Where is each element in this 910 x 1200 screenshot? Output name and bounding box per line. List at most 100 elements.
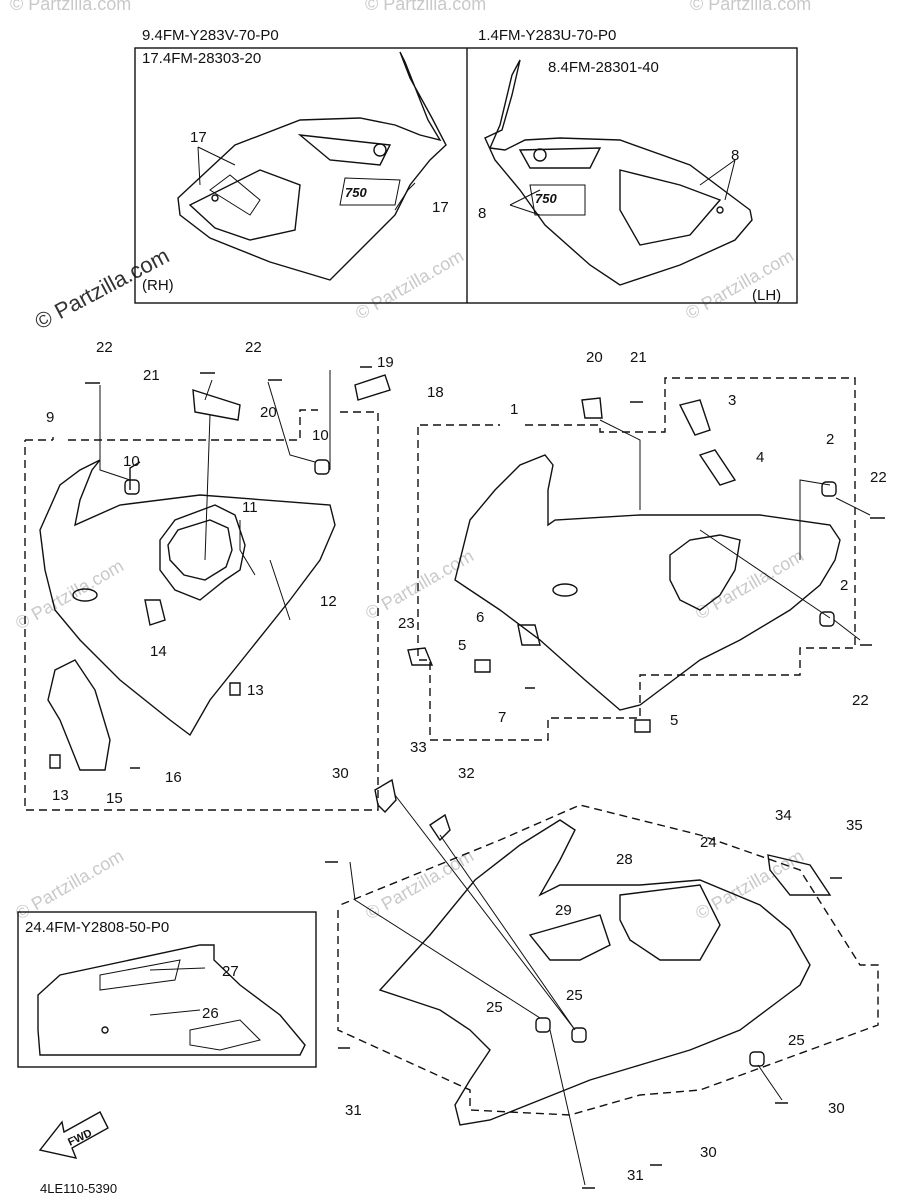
lh-callout: 8	[478, 205, 486, 222]
callout-2: 2	[826, 431, 834, 448]
callout-30: 30	[700, 1144, 717, 1161]
fwd-arrow-shape	[38, 1111, 109, 1159]
callout-35: 35	[846, 817, 863, 834]
lh-decal-cowl-outline	[484, 59, 753, 286]
lh-decal-stripe	[518, 147, 602, 169]
callout-1: 1	[510, 401, 518, 418]
grommet-2-lower	[819, 611, 835, 627]
clip-14	[144, 599, 166, 626]
grommet-10-left	[124, 479, 140, 495]
callout-10: 10	[312, 427, 329, 444]
watermark-text: © Partzilla.com	[362, 545, 477, 623]
screws	[325, 861, 842, 1189]
rh-decal-stripe	[297, 134, 392, 166]
bracket-20-left	[192, 389, 241, 421]
leader-lines	[349, 794, 783, 1186]
callout-12: 12	[320, 593, 337, 610]
watermark-text: © Partzilla.com	[690, 0, 811, 14]
bracket-6	[517, 624, 541, 646]
grommet-10-leader	[129, 461, 141, 490]
callout-15: 15	[106, 790, 123, 807]
clip-23	[407, 647, 434, 666]
lh-decal-hole	[533, 148, 547, 162]
callout-22: 22	[96, 339, 113, 356]
callout-7: 7	[498, 709, 506, 726]
callout-26: 26	[202, 1005, 219, 1022]
lh-side-cowl	[454, 454, 841, 711]
rh-part-number-2: 17.4FM-28303-20	[142, 50, 261, 67]
rh-part-number-1: 9.4FM-Y283V-70-P0	[142, 27, 279, 44]
watermark-text: © Partzilla.com	[12, 555, 127, 633]
under-cowl-decal	[37, 944, 306, 1056]
lh-cowl-hole	[552, 583, 578, 597]
rh-cowl-hole	[72, 588, 98, 602]
fwd-label: FWD	[66, 1127, 94, 1148]
bracket-15	[47, 659, 111, 771]
callout-19: 19	[377, 354, 394, 371]
under-cowl	[378, 819, 811, 1126]
diagram-code: 4LE110-5390	[40, 1181, 117, 1196]
group-24-outline	[337, 804, 879, 1116]
nut-13	[49, 754, 61, 769]
callout-30: 30	[828, 1100, 845, 1117]
grommet-25	[749, 1051, 765, 1067]
bracket-33	[374, 778, 397, 814]
rh-decal-hole	[211, 194, 219, 202]
bracket-32	[429, 813, 451, 842]
lh-decal-stripe	[619, 169, 722, 246]
decal-hole	[101, 1026, 109, 1034]
callout-30: 30	[332, 765, 349, 782]
rh-callout: 17	[432, 199, 449, 216]
lh-side-cowl-group	[407, 377, 885, 741]
watermark-text: © Partzilla.com	[10, 0, 131, 14]
grommet-2-upper	[821, 481, 837, 497]
rh-side-cowl-group	[24, 366, 391, 811]
damper-11-12	[239, 520, 291, 621]
lh-side-label: (LH)	[752, 287, 781, 304]
rh-decal-logo-mark: 750	[345, 185, 367, 200]
panel-28	[619, 884, 721, 961]
lh-callout: 8	[731, 147, 739, 164]
grommet-10-right	[314, 459, 330, 475]
rh-decal-cowl-outline	[177, 51, 447, 281]
callout-20: 20	[260, 404, 277, 421]
callout-25: 25	[788, 1032, 805, 1049]
callout-23: 23	[398, 615, 415, 632]
rh-leader-lines	[197, 146, 416, 211]
callout-28: 28	[616, 851, 633, 868]
watermark-text: © Partzilla.com	[362, 845, 477, 923]
leader-lines	[99, 370, 331, 561]
callout-31: 31	[627, 1167, 644, 1184]
rh-cowl-window-inner	[167, 519, 233, 581]
callout-34: 34	[775, 807, 792, 824]
group-1-outline	[417, 377, 856, 741]
under-decal-part-number: 24.4FM-Y2808-50-P0	[25, 919, 169, 936]
lh-decal-hole	[716, 206, 724, 214]
nut-5-right	[634, 719, 651, 733]
callout-33: 33	[410, 739, 427, 756]
decal-graphic	[189, 1019, 261, 1051]
lh-part-number-1: 1.4FM-Y283U-70-P0	[478, 27, 616, 44]
rh-cowl-window	[159, 504, 246, 601]
watermark-text: © Partzilla.com	[352, 245, 467, 323]
bracket-18	[354, 374, 391, 401]
watermark-text: © Partzilla.com	[682, 245, 797, 323]
bracket-20-right	[581, 397, 603, 419]
lh-part-number-2: 8.4FM-28301-40	[548, 59, 659, 76]
grommet-25	[535, 1017, 551, 1033]
nut-5-left	[474, 659, 491, 673]
callout-18: 18	[427, 384, 444, 401]
rh-side-label: (RH)	[142, 277, 174, 294]
damper-3	[678, 399, 711, 436]
rh-side-cowl	[39, 459, 336, 737]
damper-4	[698, 449, 737, 486]
under-decal-inset-frame	[17, 911, 317, 1068]
rh-decal-hole	[373, 143, 387, 157]
leader-lines	[149, 967, 206, 1016]
callout-21: 21	[630, 349, 647, 366]
fwd-arrow	[38, 1111, 109, 1159]
lh-cowl-window	[669, 534, 741, 611]
callout-32: 32	[458, 765, 475, 782]
callout-11: 11	[242, 499, 258, 516]
